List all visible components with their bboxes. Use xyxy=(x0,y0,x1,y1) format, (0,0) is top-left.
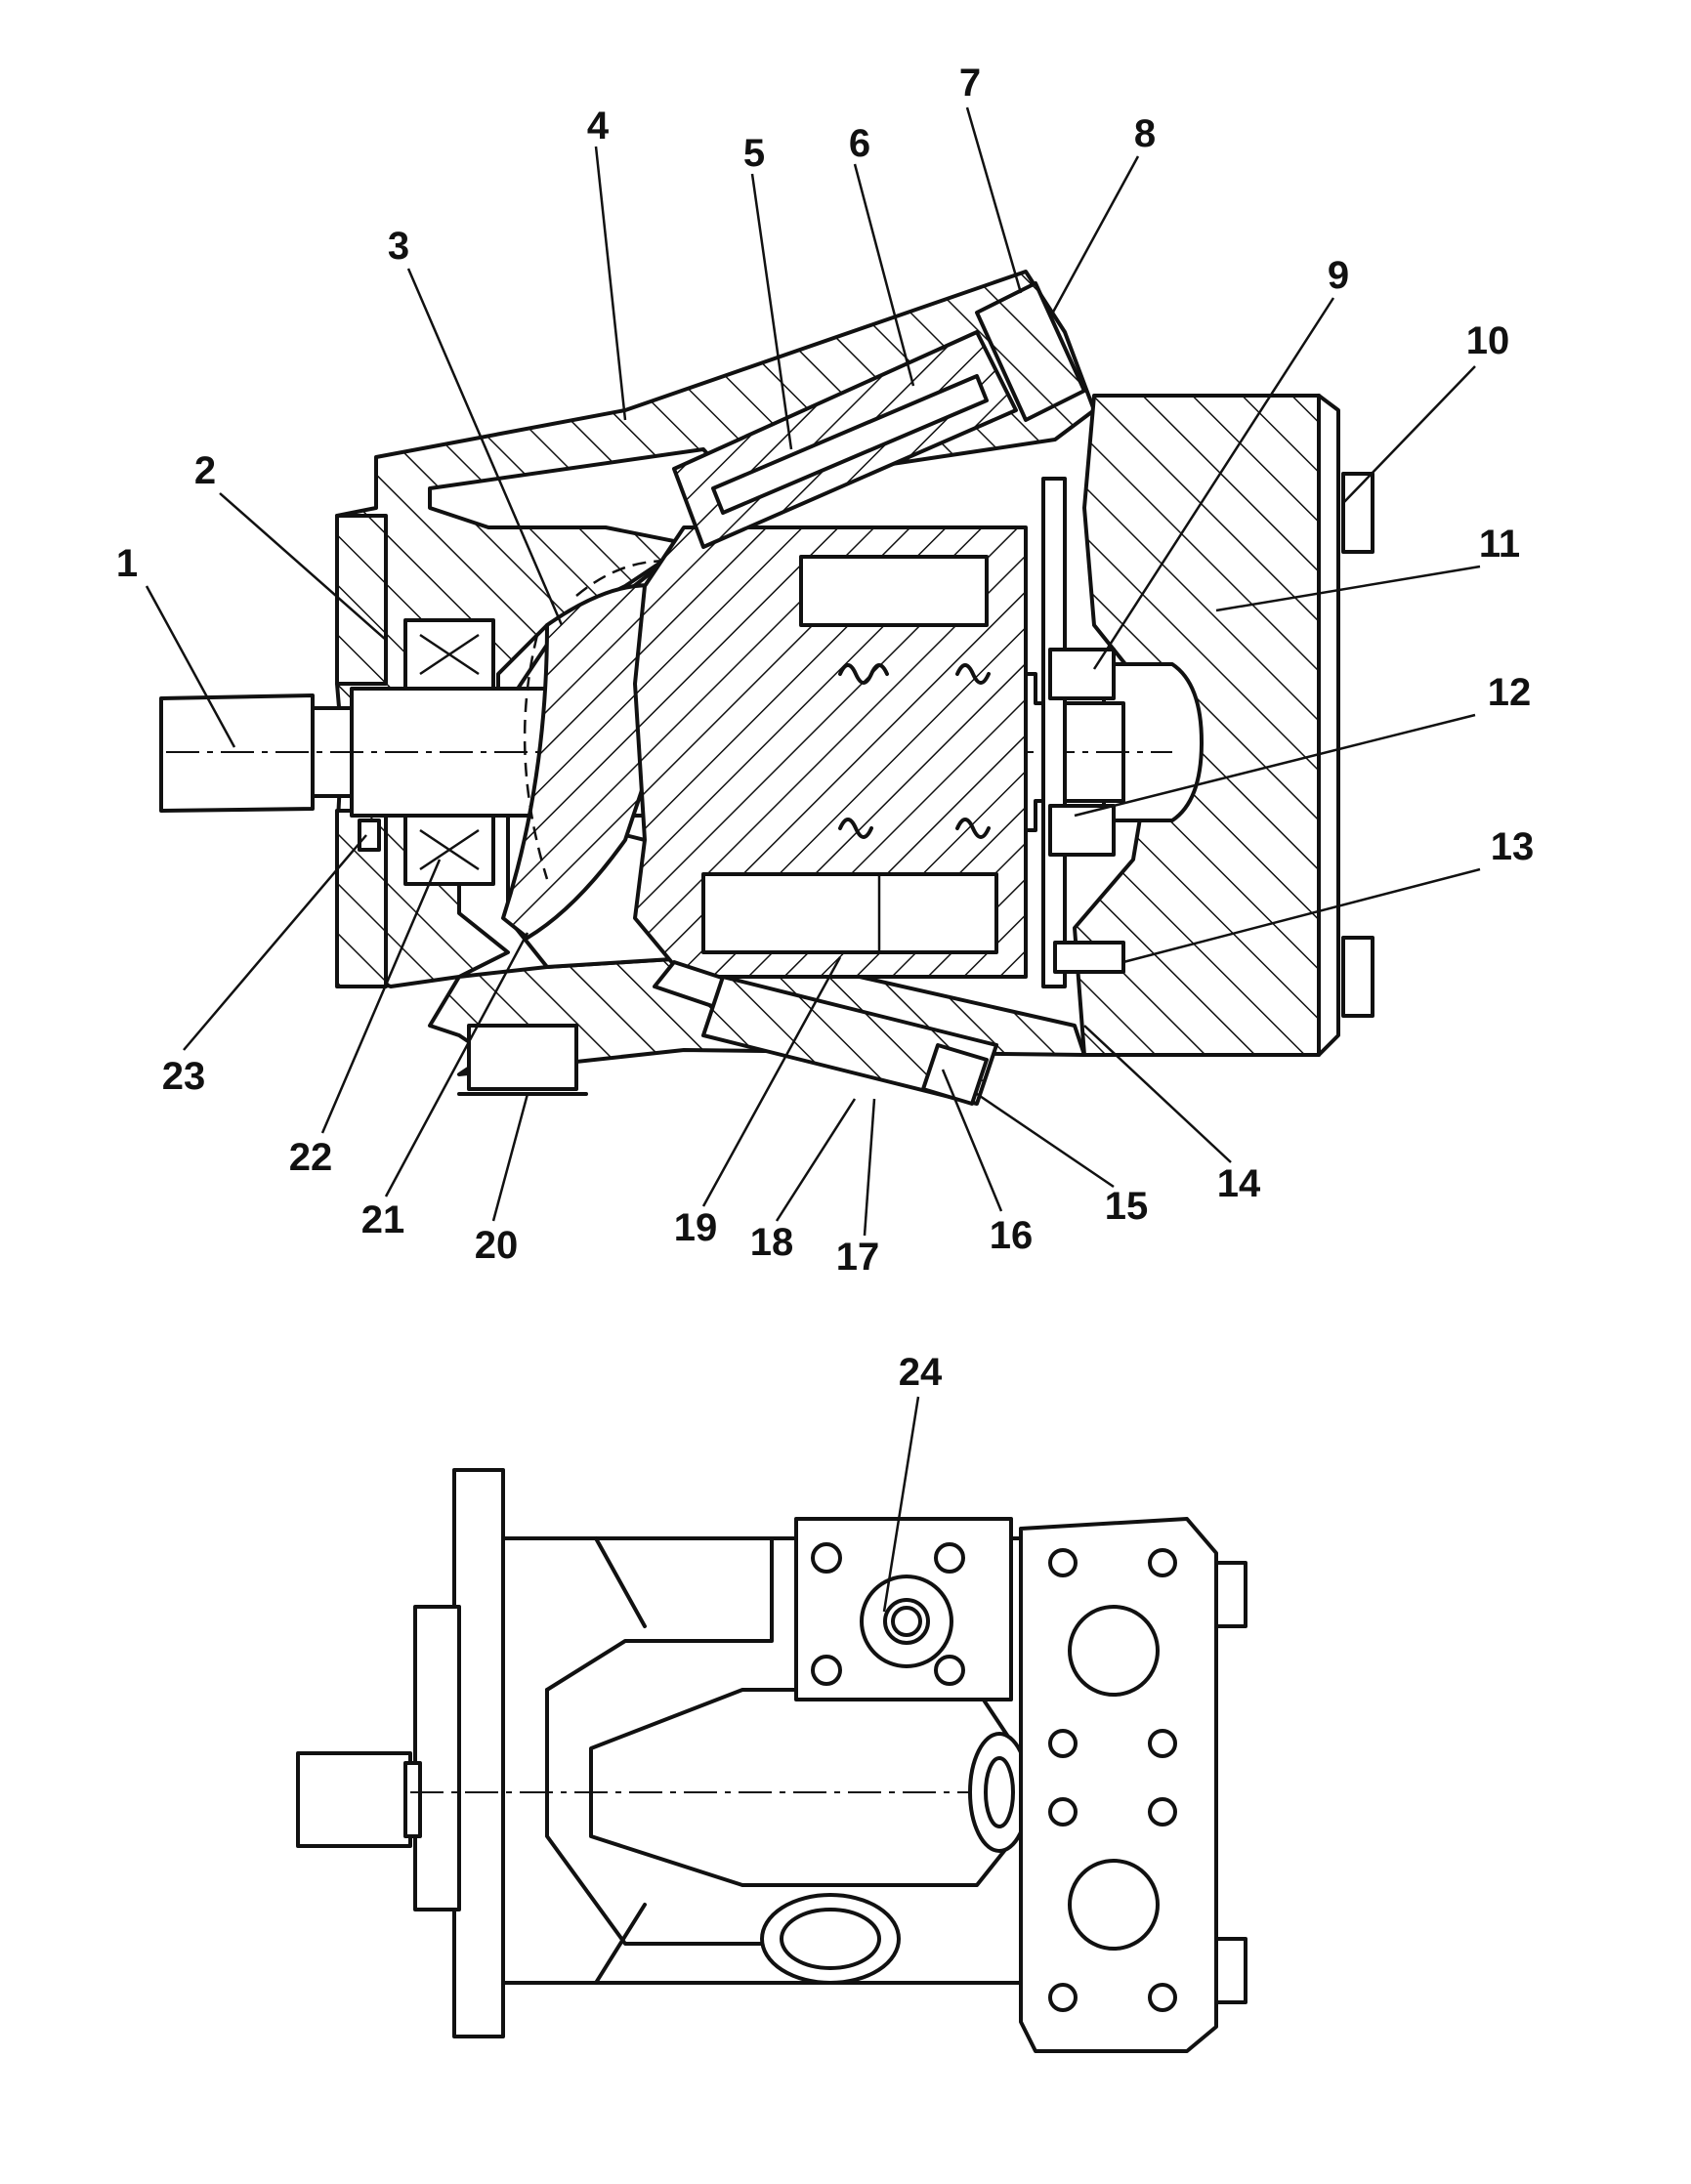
mounting-flange xyxy=(335,514,388,686)
stroke-adjuster xyxy=(975,281,1086,422)
callout-16: 16 xyxy=(990,1214,1034,1257)
callout-18: 18 xyxy=(750,1221,794,1264)
callout-21: 21 xyxy=(361,1198,405,1241)
valve-plate xyxy=(1041,477,1067,988)
locating-pin xyxy=(1053,941,1125,974)
leader-lines xyxy=(145,106,1481,1613)
callout-3: 3 xyxy=(388,225,409,268)
callout-10: 10 xyxy=(1466,319,1510,362)
port-boss-bottom xyxy=(1341,936,1374,1018)
piston-bottom xyxy=(701,872,998,954)
callout-13: 13 xyxy=(1491,825,1535,868)
callout-7: 7 xyxy=(959,62,981,105)
drain-plug xyxy=(467,1024,578,1091)
callout-23: 23 xyxy=(162,1055,206,1098)
exterior-view xyxy=(296,1468,1247,2053)
adjusting-screw-housing xyxy=(701,975,998,1106)
shaft-seal xyxy=(358,819,381,852)
main-port-top xyxy=(1068,1605,1160,1697)
callout-19: 19 xyxy=(674,1206,718,1249)
exterior-end-cover xyxy=(1019,1517,1218,2053)
end-cover-outline xyxy=(1317,394,1340,1057)
callout-5: 5 xyxy=(743,132,765,175)
control-port xyxy=(860,1575,953,1668)
callout-2: 2 xyxy=(194,449,216,492)
callout-14: 14 xyxy=(1217,1162,1261,1205)
exterior-flange-plate xyxy=(413,1605,461,1911)
callout-4: 4 xyxy=(587,105,610,147)
cylinder-block xyxy=(633,525,1028,979)
control-valve-block xyxy=(794,1517,1013,1701)
callout-22: 22 xyxy=(289,1136,333,1179)
control-piston xyxy=(711,374,989,515)
callout-labels: 1 2 3 4 5 6 7 8 9 10 11 12 13 14 15 16 1… xyxy=(116,62,1534,1394)
center-spring xyxy=(838,663,991,839)
callout-24: 24 xyxy=(899,1351,943,1394)
callout-20: 20 xyxy=(475,1224,519,1267)
piston-top xyxy=(799,555,989,627)
callout-9: 9 xyxy=(1328,254,1349,297)
callout-17: 17 xyxy=(836,1236,880,1279)
callout-15: 15 xyxy=(1105,1185,1149,1228)
port-boss-top xyxy=(1341,472,1374,554)
sectional-view xyxy=(159,270,1374,1106)
callout-12: 12 xyxy=(1488,671,1532,714)
rear-bearing-top xyxy=(1048,648,1116,700)
exterior-flange xyxy=(452,1468,505,2038)
main-port-bottom xyxy=(1068,1859,1160,1951)
callout-8: 8 xyxy=(1134,112,1156,155)
exterior-shaft xyxy=(296,1751,412,1848)
end-cover-port xyxy=(1102,662,1204,822)
callout-6: 6 xyxy=(849,122,870,165)
callout-1: 1 xyxy=(116,542,138,585)
callout-11: 11 xyxy=(1479,523,1520,566)
